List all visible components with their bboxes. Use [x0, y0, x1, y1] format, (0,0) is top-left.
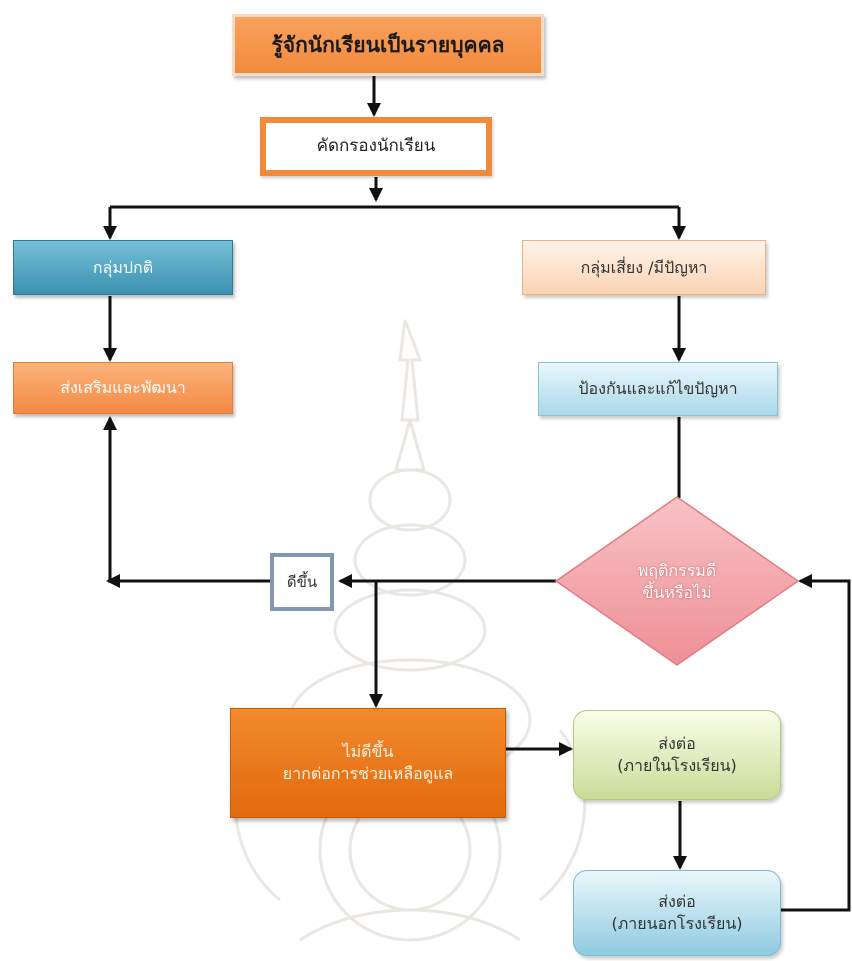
- node-promote-develop-label: ส่งเสริมและพัฒนา: [60, 378, 186, 398]
- node-refer-external: ส่งต่อ (ภายนอกโรงเรียน): [573, 870, 781, 956]
- node-refer-internal: ส่งต่อ (ภายในโรงเรียน): [573, 710, 781, 800]
- node-not-improved-line-2: ยากต่อการช่วยเหลือดูแล: [282, 764, 454, 783]
- node-risk-group-label: กลุ่มเสี่ยง /มีปัญหา: [580, 257, 708, 277]
- node-prevent-solve: ป้องกันและแก้ไขปัญหา: [538, 362, 778, 416]
- decision-line-1: พฤติกรรมดี: [637, 561, 717, 581]
- node-improved-label: ดีขึ้น: [286, 572, 318, 591]
- node-not-improved: ไม่ดีขึ้น ยากต่อการช่วยเหลือดูแล: [230, 708, 506, 818]
- node-prevent-solve-label: ป้องกันและแก้ไขปัญหา: [578, 379, 738, 399]
- node-risk-group: กลุ่มเสี่ยง /มีปัญหา: [522, 240, 766, 295]
- decision-line-2: ขึ้นหรือไม่: [642, 583, 712, 602]
- decision-diamond: [554, 496, 800, 666]
- node-refer-external-line-2: (ภายนอกโรงเรียน): [611, 914, 743, 933]
- node-know-students: รู้จักนักเรียนเป็นรายบุคคล: [232, 14, 544, 76]
- decision-diamond-text: พฤติกรรมดี ขึ้นหรือไม่: [586, 540, 768, 624]
- node-not-improved-line-1: ไม่ดีขึ้น: [342, 742, 394, 762]
- node-refer-external-line-1: ส่งต่อ: [658, 892, 696, 912]
- node-improved: ดีขึ้น: [270, 553, 334, 611]
- node-screening: คัดกรองนักเรียน: [260, 117, 492, 176]
- node-refer-internal-line-2: (ภายในโรงเรียน): [617, 756, 737, 775]
- node-promote-develop: ส่งเสริมและพัฒนา: [13, 362, 233, 414]
- node-refer-internal-line-1: ส่งต่อ: [658, 734, 696, 754]
- node-know-students-label: รู้จักนักเรียนเป็นรายบุคคล: [271, 32, 505, 57]
- node-normal-group-label: กลุ่มปกติ: [92, 257, 154, 277]
- node-normal-group: กลุ่มปกติ: [13, 240, 233, 295]
- edge-refer-external-loop-back: [781, 574, 851, 912]
- node-screening-label: คัดกรองนักเรียน: [316, 136, 436, 157]
